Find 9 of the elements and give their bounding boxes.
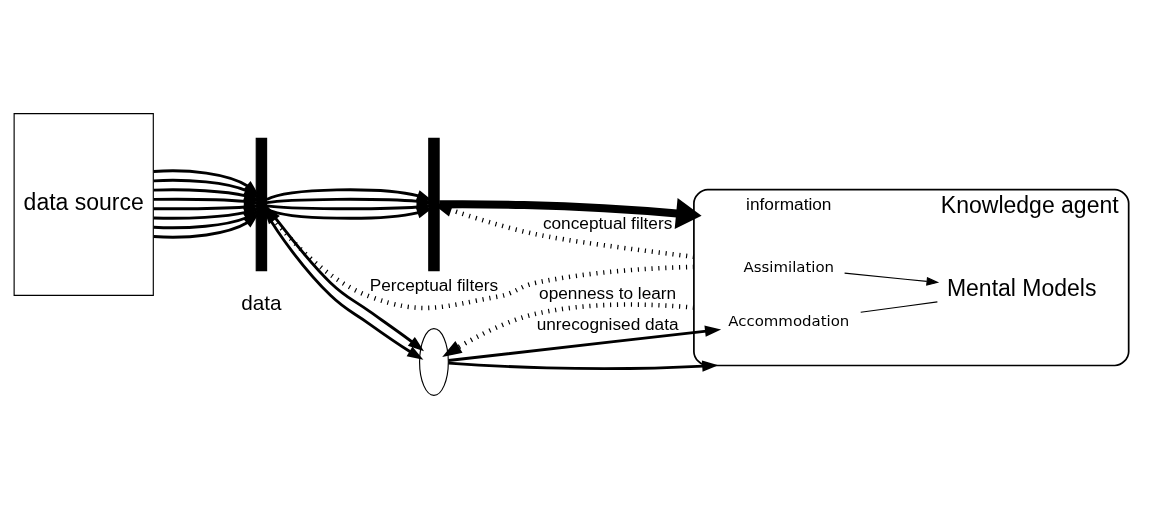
edge-label: unrecognised data [536, 313, 679, 334]
node-text: Mental Models [946, 275, 1097, 302]
edge-label: conceptual filters [542, 212, 673, 233]
edge-label: openness to learn [539, 282, 677, 303]
edge-label: information [746, 194, 832, 215]
node-text: Assimilation [743, 257, 835, 276]
edge-label: Perceptual filters [369, 274, 499, 295]
label: data [241, 290, 282, 314]
node-text: Accommodation [728, 311, 850, 330]
